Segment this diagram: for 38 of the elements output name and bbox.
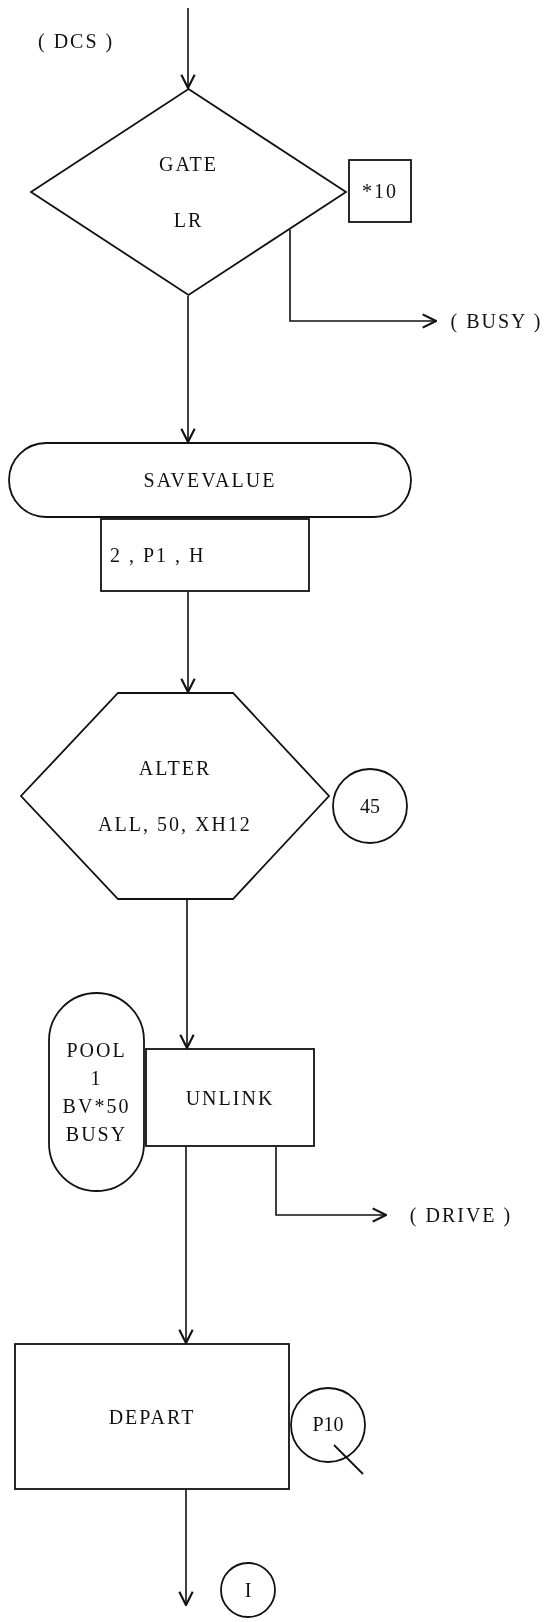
block-text: SAVEVALUE	[143, 469, 277, 491]
block-text: 45	[360, 795, 380, 817]
savevalue-block	[8, 442, 412, 518]
arrow	[180, 591, 196, 694]
connector-circle	[220, 1562, 276, 1618]
operand-circle	[332, 768, 408, 844]
operand-box	[348, 159, 412, 223]
pool-block	[48, 992, 145, 1192]
block-text: POOL	[66, 1039, 127, 1061]
block-text: I	[244, 1579, 252, 1601]
block-text: UNLINK	[185, 1086, 275, 1109]
arrow	[179, 899, 195, 1050]
block-text: BUSY	[65, 1123, 128, 1145]
arrow	[178, 1146, 194, 1345]
arrow	[275, 1146, 388, 1223]
block-text: ALL, 50, XH12	[98, 813, 252, 835]
operand-circle	[290, 1387, 366, 1477]
block-text: 2 , P1 , H	[110, 544, 206, 566]
operand-box	[100, 518, 310, 592]
arrow	[289, 228, 438, 329]
block-text: ( DRIVE )	[409, 1204, 513, 1226]
alter-hexagon	[20, 692, 330, 900]
block-label: ( DCS )	[38, 30, 115, 53]
block-text: ALTER	[138, 757, 212, 779]
block-text: *10	[362, 180, 398, 202]
unlink-box	[145, 1048, 315, 1147]
block-text: ( BUSY )	[450, 310, 543, 332]
block-text: DEPART	[108, 1405, 196, 1428]
block-text: 1	[90, 1067, 103, 1089]
block-text: BV*50	[62, 1095, 131, 1117]
block-text: P10	[312, 1413, 344, 1435]
block-text: LR	[173, 209, 204, 231]
gate-diamond	[30, 88, 347, 296]
arrow	[180, 7, 196, 90]
arrow	[180, 295, 196, 444]
block-text: GATE	[158, 153, 219, 175]
depart-box	[14, 1343, 290, 1490]
arrow	[178, 1489, 194, 1607]
